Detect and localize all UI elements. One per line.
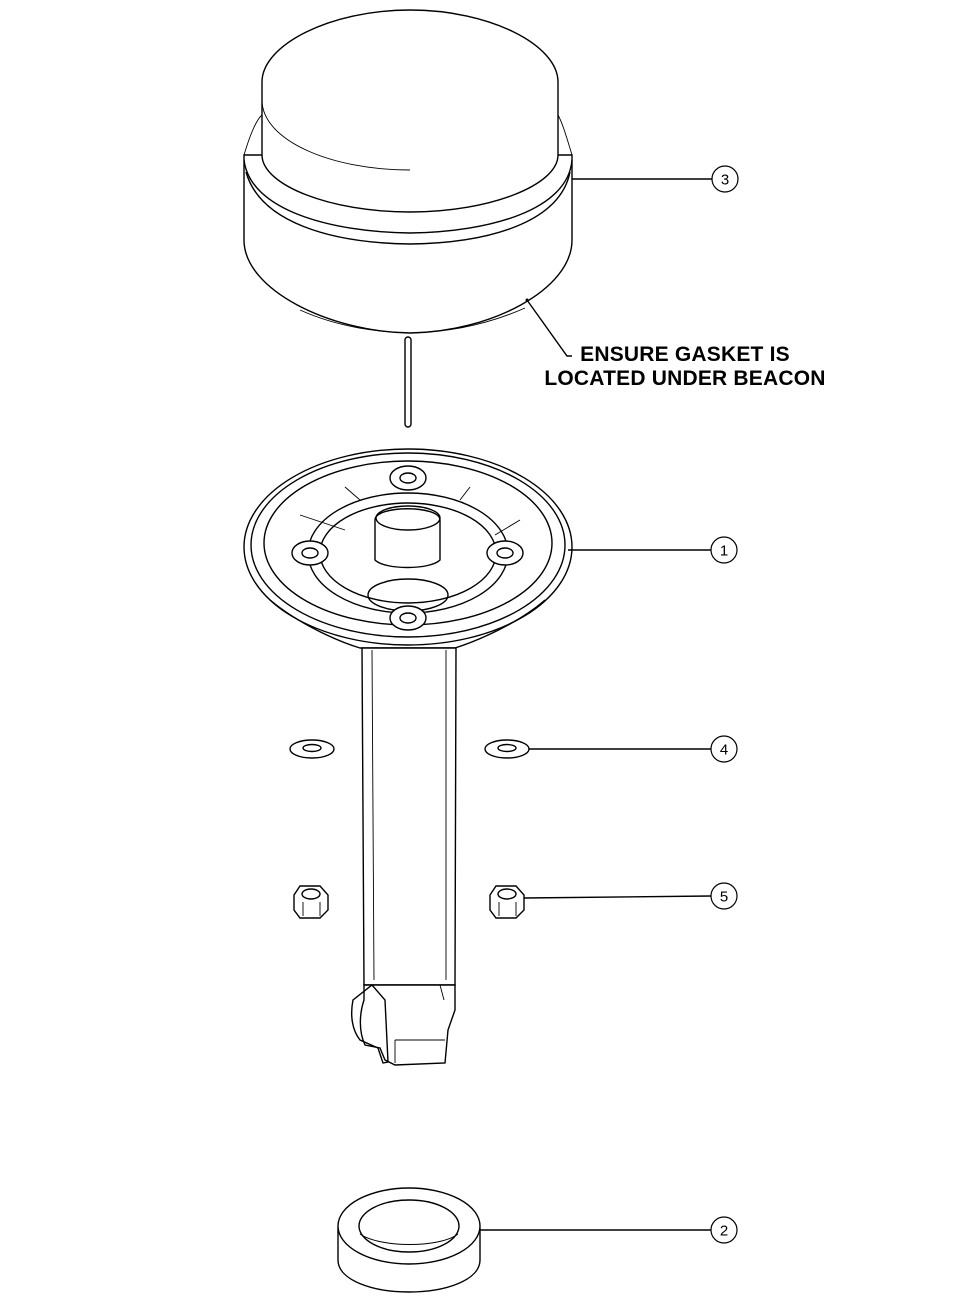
balloon-1-label: 1 [720,543,728,560]
balloon-5: 5 [523,882,738,910]
nut-right [489,885,525,919]
nut-left [293,885,329,919]
washer-left [289,739,335,759]
balloon-1: 1 [568,536,738,564]
beacon-wire [404,336,412,428]
balloon-2: 2 [480,1216,738,1244]
beacon-base [243,448,573,649]
beacon-dome [243,9,573,334]
balloon-4-label: 4 [720,742,728,759]
balloon-2-label: 2 [720,1223,728,1240]
balloon-4: 4 [529,735,738,763]
balloon-5-label: 5 [720,889,728,906]
balloon-3-label: 3 [721,172,729,189]
gasket-note-line-2: LOCATED UNDER BEACON [544,367,826,390]
gasket-note: ENSURE GASKET IS LOCATED UNDER BEACON [520,343,850,391]
mounting-pole [351,647,457,1066]
washer-right [484,739,530,759]
spacer-ring [337,1187,481,1293]
balloon-3: 3 [572,165,739,193]
gasket-note-leader [526,299,572,357]
gasket-note-line-1: ENSURE GASKET IS [580,343,790,366]
